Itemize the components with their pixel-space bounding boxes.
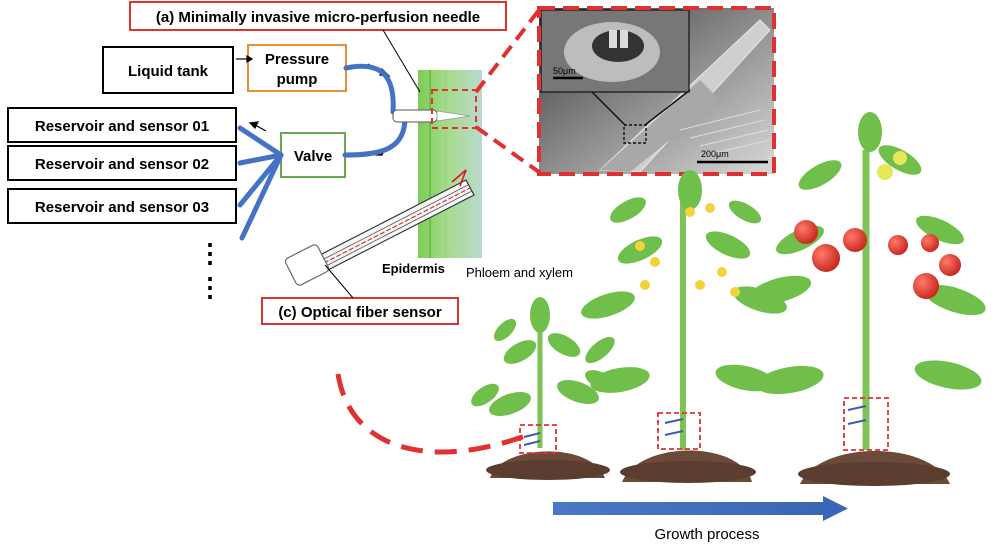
fiber-callout-label: (c) Optical fiber sensor xyxy=(278,304,442,321)
pressure-pump-box: Pressure pump xyxy=(247,44,347,92)
reservoir-02-label: Reservoir and sensor 02 xyxy=(35,156,209,173)
plant-flowering xyxy=(581,170,787,483)
valve-label: Valve xyxy=(294,148,332,165)
needle-callout-label: (a) Minimally invasive micro-perfusion n… xyxy=(156,9,480,26)
pressure-pump-label-line2: pump xyxy=(277,71,318,88)
pressure-pump-label-line1: Pressure xyxy=(265,51,329,68)
zoom-connectors xyxy=(474,8,541,174)
sem-inset-frame xyxy=(537,6,776,176)
reservoir-box-03: Reservoir and sensor 03 xyxy=(7,188,237,224)
zoom-curve xyxy=(335,373,526,455)
phloem-xylem-label: Phloem and xylem xyxy=(466,265,573,280)
growth-arrow xyxy=(553,496,848,521)
growth-process-label: Growth process xyxy=(654,526,759,543)
more-reservoirs-ellipsis: ⋮ xyxy=(197,272,223,302)
reservoir-01-label: Reservoir and sensor 01 xyxy=(35,118,209,135)
fiber-callout: (c) Optical fiber sensor xyxy=(261,264,459,325)
reservoir-box-01: Reservoir and sensor 01 xyxy=(7,107,237,143)
epidermis-label: Epidermis xyxy=(382,261,445,276)
plant-fruiting xyxy=(748,112,986,486)
micro-perfusion-needle xyxy=(392,109,471,123)
tubing xyxy=(237,63,408,241)
optical-fiber xyxy=(284,169,475,286)
plant-seedling xyxy=(471,297,615,480)
valve-box: Valve xyxy=(280,132,346,178)
reservoir-03-label: Reservoir and sensor 03 xyxy=(35,199,209,216)
sem-micrograph-inset: 50μm 200μm xyxy=(539,8,774,174)
liquid-tank-box: Liquid tank xyxy=(102,46,234,94)
needle-callout: (a) Minimally invasive micro-perfusion n… xyxy=(129,1,507,93)
scale-bar-50: 50μm xyxy=(553,66,576,76)
scale-bar-200: 200μm xyxy=(701,149,729,159)
needle-zoom-marker xyxy=(431,89,477,129)
reservoir-box-02: Reservoir and sensor 02 xyxy=(7,145,237,181)
liquid-tank-label: Liquid tank xyxy=(128,63,209,80)
more-reservoirs-ellipsis-top: ⋮ xyxy=(197,238,223,268)
stem-section xyxy=(418,70,482,258)
